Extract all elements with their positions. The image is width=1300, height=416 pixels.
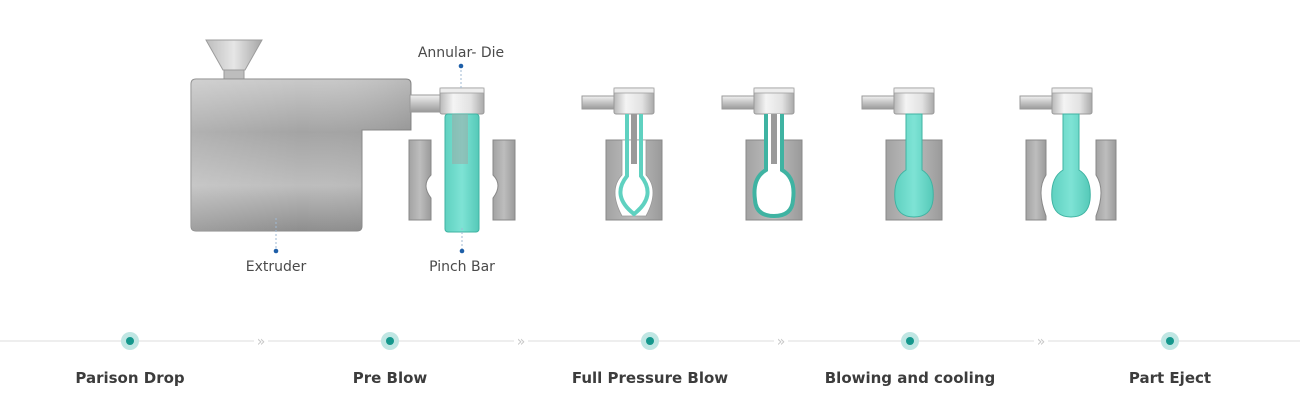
timeline-separator: »: [1034, 333, 1048, 350]
pinch-bar-label: Pinch Bar: [429, 259, 495, 275]
stage-part-eject-illustration: [1019, 87, 1117, 221]
timeline-separator: »: [254, 333, 268, 350]
svg-text:»: »: [777, 334, 786, 350]
mold-half-left: [408, 139, 432, 221]
callout-pinch-bar: Pinch Bar: [429, 228, 495, 275]
hopper: [205, 39, 263, 81]
step-label: Parison Drop: [75, 369, 185, 387]
parison: [444, 113, 480, 233]
stage-blowing-cooling-illustration: [861, 87, 943, 221]
timeline-separator: »: [514, 333, 528, 350]
annular-die-label: Annular- Die: [418, 45, 504, 61]
extruder-assembly: [190, 39, 516, 233]
stage-full-pressure-blow-illustration: [721, 87, 803, 221]
step-part-eject: Part Eject: [1129, 332, 1211, 387]
annular-die: [439, 87, 485, 115]
step-parison-drop: Parison Drop: [75, 332, 185, 387]
svg-text:»: »: [257, 334, 266, 350]
stage-pre-blow-illustration: [581, 87, 663, 221]
step-label: Part Eject: [1129, 369, 1211, 387]
extruder-label: Extruder: [246, 259, 307, 275]
step-full-pressure-blow: Full Pressure Blow: [572, 332, 728, 387]
mold-half-right: [492, 139, 516, 221]
step-blowing-and-cooling: Blowing and cooling: [825, 332, 995, 387]
timeline-separator: »: [774, 333, 788, 350]
extruder-feed-pipe: [409, 94, 443, 113]
step-label: Full Pressure Blow: [572, 369, 728, 387]
step-pre-blow: Pre Blow: [353, 332, 428, 387]
svg-text:»: »: [1037, 334, 1046, 350]
step-label: Pre Blow: [353, 369, 428, 387]
callout-annular-die: Annular- Die: [418, 45, 504, 88]
svg-text:»: »: [517, 334, 526, 350]
step-label: Blowing and cooling: [825, 369, 995, 387]
callout-extruder: Extruder: [246, 218, 307, 275]
